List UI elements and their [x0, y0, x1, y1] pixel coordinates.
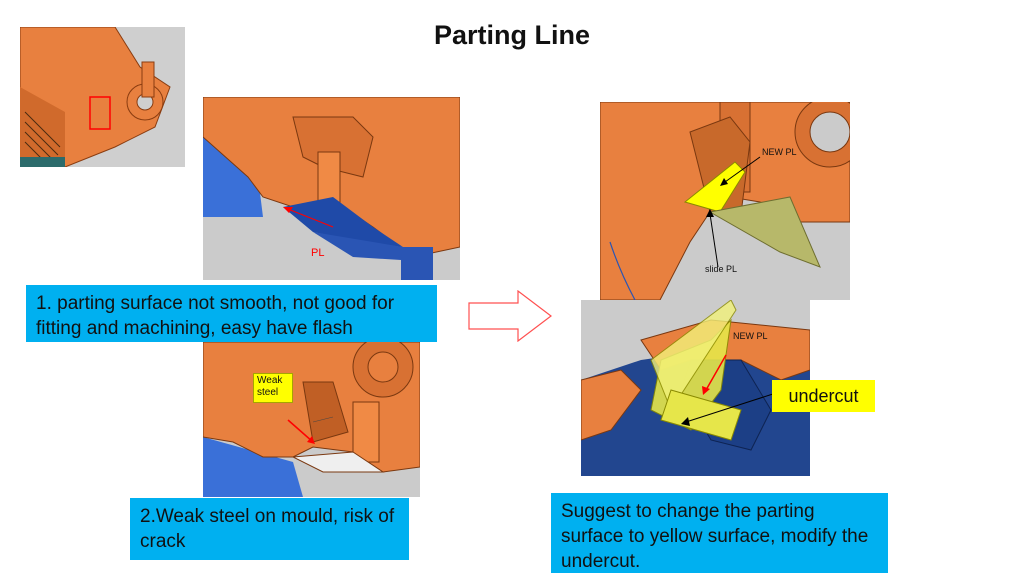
new-pl-label-bottom: NEW PL: [733, 331, 768, 341]
weak-steel-tag: Weak steel: [253, 373, 293, 403]
overview-thumbnail: [20, 27, 185, 167]
callout-parting-surface: 1. parting surface not smooth, not good …: [26, 285, 437, 342]
callout-weak-steel: 2.Weak steel on mould, risk of crack: [130, 498, 409, 560]
new-parting-line-render: NEW PL slide PL: [600, 102, 850, 300]
page-title: Parting Line: [433, 20, 590, 50]
callout-suggestion: Suggest to change the parting surface to…: [551, 493, 888, 573]
slide-pl-label: slide PL: [705, 264, 738, 274]
undercut-render: NEW PL: [581, 300, 810, 476]
pl-label: PL: [311, 247, 325, 259]
undercut-tag: undercut: [772, 380, 875, 412]
new-pl-label-top: NEW PL: [762, 147, 797, 157]
weak-steel-render: Weak steel: [203, 342, 420, 497]
current-parting-line-render: PL: [203, 97, 460, 280]
arrow-right-icon: [468, 290, 552, 342]
